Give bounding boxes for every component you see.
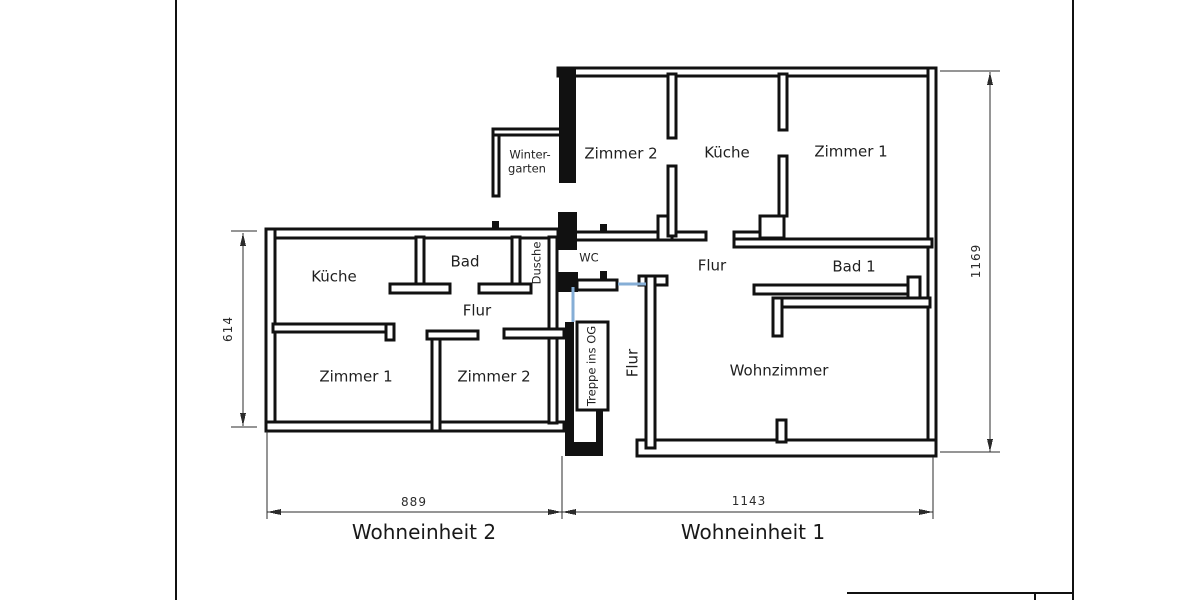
unit1-title: Wohneinheit 1 [680,520,826,544]
walls-unit2 [264,227,566,433]
room-label-flur-vertical: Flur [623,348,642,378]
dim-width-unit2: 889 [401,495,427,509]
room-label-zimmer2-unit2: Zimmer 2 [457,367,531,386]
room-label-wintergarten-line1: Winter- [509,147,551,162]
room-label-wc: WC [579,250,599,265]
room-label-zimmer1-unit1: Zimmer 1 [814,142,888,161]
room-label-flur-unit1: Flur [697,256,727,275]
room-label-zimmer1-unit2: Zimmer 1 [319,367,393,386]
room-label-bad-unit2: Bad [450,252,480,271]
dim-height-unit2: 614 [221,316,235,342]
title-block [847,591,1073,600]
door-marker-blue [571,282,646,322]
dim-total-height: 1169 [969,243,983,279]
dimension-arrows [240,72,993,515]
walls-unit1-solid [553,68,607,456]
stairs-box [575,320,610,412]
room-label-wohnzimmer: Wohnzimmer [729,361,829,380]
room-label-bad1: Bad 1 [832,257,876,276]
walls-unit1 [491,66,938,458]
unit2-title: Wohneinheit 2 [351,520,497,544]
room-label-kueche-unit2: Küche [311,267,357,286]
dim-width-unit1: 1143 [731,494,767,508]
room-label-kueche-unit1: Küche [704,143,750,162]
room-label-dusche: Dusche [529,241,544,285]
room-label-flur-unit2: Flur [462,301,492,320]
frame-border [174,0,1075,600]
room-label-treppe: Treppe ins OG [584,325,599,407]
dimension-lines [231,70,1000,519]
room-label-wintergarten-line2: garten [508,161,546,176]
wall-switch-tick [492,221,499,230]
room-label-zimmer2-unit1: Zimmer 2 [584,144,658,163]
